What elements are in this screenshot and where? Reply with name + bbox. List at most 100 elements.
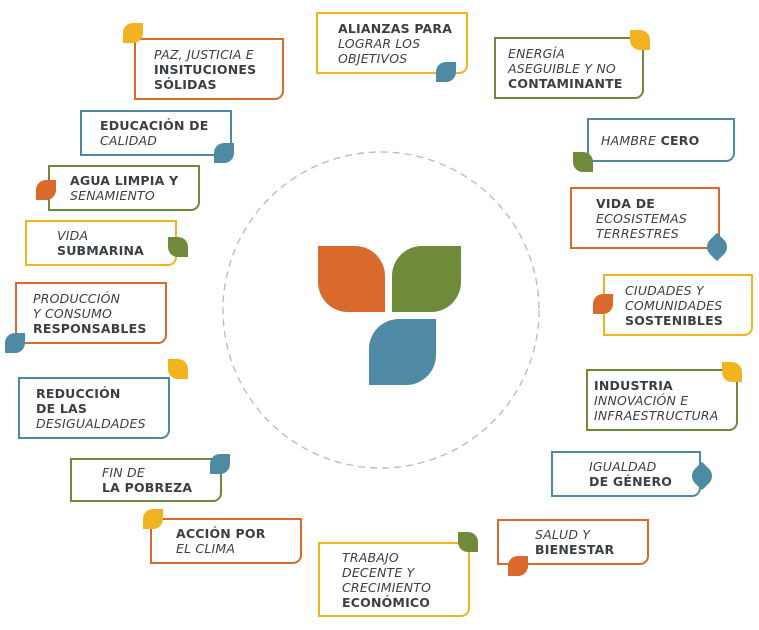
blue-leaf-icon	[369, 319, 436, 385]
goal-label-text: SENAMIENTO	[70, 188, 155, 203]
goal-label-text: DESIGUALDADES	[36, 415, 146, 431]
goal-label-line: CONTAMINANTE	[508, 76, 642, 91]
goal-label-line: SÓLIDAS	[154, 77, 282, 92]
goal-label-line: ASEGUIBLE Y NO	[508, 61, 642, 76]
goal-label-text: TERRESTRES	[596, 225, 679, 241]
goal-label-line: RESPONSABLES	[33, 321, 165, 336]
goal-label-text: FIN DE	[102, 465, 145, 480]
goal-label-line: DE LAS	[36, 401, 168, 416]
goal-label-text: PAZ, JUSTICIA E	[154, 46, 254, 62]
goal-label-text: LOGRAR LOS	[338, 35, 421, 51]
goal-label-text: LA POBREZA	[102, 480, 193, 495]
goal-label-line: SALUD Y	[535, 527, 647, 542]
goal-label-text: CRECIMIENTO	[342, 579, 432, 595]
goal-label-line: INFRAESTRUCTURA	[594, 408, 736, 423]
leaf-icon	[36, 180, 56, 200]
leaf-icon	[458, 532, 478, 552]
goal-label-text: INNOVACIÓN E	[594, 392, 689, 408]
goal-label-line: CRECIMIENTO	[342, 580, 468, 595]
goal-label-text: TRABAJO	[342, 549, 399, 565]
goal-label-text: HAMBRE	[601, 132, 657, 148]
goal-label-text: CALIDAD	[100, 133, 158, 148]
goal-label-text: SALUD Y	[535, 527, 591, 542]
goal-label-text: INSITUCIONES	[154, 61, 257, 77]
goal-label-text: OBJETIVOS	[338, 50, 408, 66]
goal-label-line: REDUCCIÓN	[36, 386, 168, 401]
goal-label-line: COMUNIDADES	[625, 298, 751, 313]
goal-label-text: INFRAESTRUCTURA	[594, 407, 719, 423]
goal-label-text: VIDA	[57, 228, 89, 243]
goal-label-line: ENERGÍA	[508, 46, 642, 61]
goal-label-line: ECONÓMICO	[342, 595, 468, 610]
leaf-icon	[168, 359, 188, 379]
goal-label-line: DECENTE Y	[342, 565, 468, 580]
goal-label-line: FIN DE	[102, 465, 220, 480]
goal-label-text: EL CLIMA	[176, 541, 236, 556]
goal-label-line: PAZ, JUSTICIA E	[154, 47, 282, 62]
goal-label-line: SENAMIENTO	[70, 188, 198, 203]
goal-label-text: DE LAS	[36, 400, 88, 416]
goal-label-line: SUBMARINA	[57, 243, 175, 258]
leaf-icon	[214, 143, 234, 163]
goal-label-text: Y CONSUMO	[33, 305, 113, 321]
goal-label-emphasis: CERO	[656, 132, 700, 148]
goal-label-text: RESPONSABLES	[33, 320, 147, 336]
leaf-icon	[123, 23, 143, 43]
goal-label-text: IGUALDAD	[589, 459, 657, 474]
goal-label-text: COMUNIDADES	[625, 297, 723, 313]
leaf-icon	[508, 556, 528, 576]
goal-label-text: ECOSISTEMAS	[596, 210, 688, 226]
goal-label-line: OBJETIVOS	[338, 51, 466, 66]
goal-label-line: ALIANZAS PARA	[338, 21, 466, 36]
goal-label-line: DE GÉNERO	[589, 474, 699, 489]
goal-label-text: SUBMARINA	[57, 243, 145, 258]
goal-label-text: EDUCACIÓN DE	[100, 118, 209, 133]
goal-label-text: DE GÉNERO	[589, 474, 673, 489]
leaf-icon	[630, 30, 650, 50]
goal-label-line: VIDA	[57, 228, 175, 243]
goal-label-line: AGUA LIMPIA Y	[70, 173, 198, 188]
goal-label-line: CIUDADES Y	[625, 283, 751, 298]
goal-label-line: DESIGUALDADES	[36, 416, 168, 431]
goal-label-line: ECOSISTEMAS	[596, 211, 718, 226]
goal-label-line: TRABAJO	[342, 550, 468, 565]
leaf-icon	[143, 509, 163, 529]
goal-label-text: ASEGUIBLE Y NO	[508, 60, 616, 76]
goal-label-line: INSITUCIONES	[154, 62, 282, 77]
goal-label-line: Y CONSUMO	[33, 306, 165, 321]
leaf-icon	[593, 294, 613, 314]
goal-label-text: AGUA LIMPIA Y	[70, 173, 179, 188]
goal-card-hambre: HAMBRE CERO	[587, 118, 735, 162]
goal-label-line: BIENESTAR	[535, 542, 647, 557]
goal-label-line: INDUSTRIA	[594, 378, 736, 393]
leaf-icon	[436, 62, 456, 82]
goal-label-text: PRODUCCIÓN	[33, 290, 121, 306]
goal-label-text: ACCIÓN POR	[176, 526, 266, 541]
goal-label-text: VIDA DE	[596, 195, 656, 211]
goal-label-text: DECENTE Y	[342, 564, 415, 580]
goal-label-line: VIDA DE	[596, 196, 718, 211]
goal-label-line: PRODUCCIÓN	[33, 291, 165, 306]
green-leaf-icon	[392, 246, 461, 312]
goal-label-text: BIENESTAR	[535, 542, 615, 557]
goal-label-text: ALIANZAS PARA	[338, 20, 453, 36]
leaf-icon	[168, 237, 188, 257]
goal-label-line: CALIDAD	[100, 133, 230, 148]
goal-label-line: EL CLIMA	[176, 541, 300, 556]
leaf-icon	[573, 152, 593, 172]
leaf-icon	[210, 454, 230, 474]
orange-leaf-icon	[318, 246, 385, 312]
goal-label-line: IGUALDAD	[589, 459, 699, 474]
three-leaf-logo-icon	[318, 246, 461, 385]
